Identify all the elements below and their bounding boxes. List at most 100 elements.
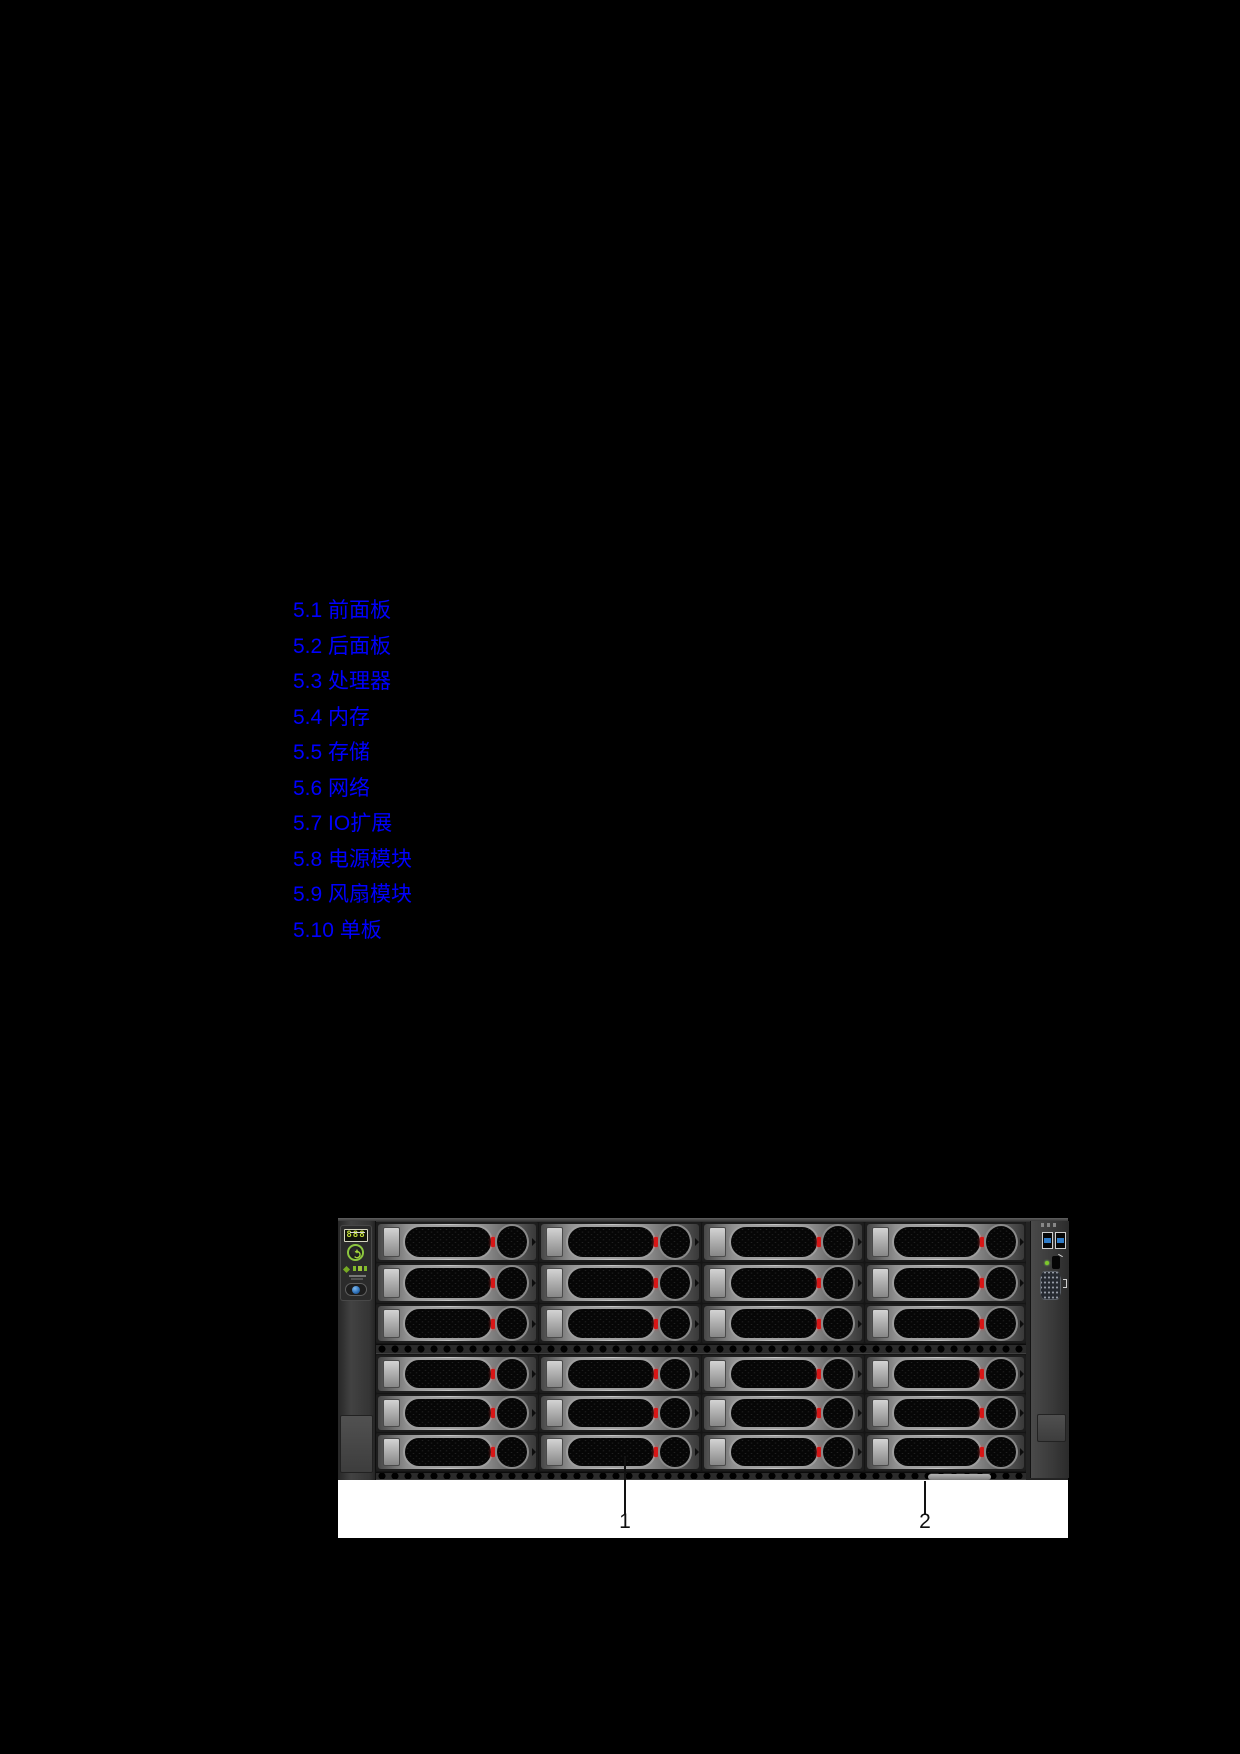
drive-activity-led [980,1369,984,1379]
control-panel: 888 [340,1225,372,1301]
drive-vent-mesh [729,1266,819,1300]
drive-bay [865,1263,1026,1303]
toc-link[interactable]: 5.9 风扇模块 [293,883,413,906]
usb-port-icon [1042,1232,1053,1249]
drive-bay [539,1433,701,1471]
drive-activity-led [817,1369,821,1379]
drive-eject-arrow-icon [532,1279,536,1287]
chassis-top-rim [338,1218,1068,1222]
drive-latch [872,1360,889,1388]
drive-vent-circle [984,1435,1018,1469]
drive-activity-led [654,1447,658,1457]
drive-vent-mesh [403,1397,493,1429]
drive-activity-led [491,1237,495,1247]
panel-fine-print [349,1275,366,1277]
drive-activity-led [980,1278,984,1288]
drive-latch [709,1438,726,1466]
drive-activity-led [654,1278,658,1288]
drive-latch [872,1438,889,1466]
drive-vent-mesh [566,1225,656,1259]
toc-link[interactable]: 5.5 存储 [293,741,371,764]
usb-label-icon [1041,1223,1059,1227]
left-rack-handle [340,1415,373,1473]
figure-callout-band [338,1480,1068,1538]
drive-activity-led [817,1237,821,1247]
drive-activity-led [817,1447,821,1457]
drive-bay [702,1433,864,1471]
drive-latch [872,1309,889,1338]
fan-led-icon [364,1266,367,1271]
drive-vent-circle [821,1306,855,1341]
drive-eject-arrow-icon [532,1319,536,1328]
drive-eject-arrow-icon [695,1279,699,1287]
drive-vent-mesh [566,1397,656,1429]
callout-label: 2 [919,1510,931,1533]
toc-link[interactable]: 5.1 前面板 [293,599,392,622]
drive-vent-circle [658,1357,692,1391]
usb-port-icon [1055,1232,1066,1249]
usb-tongue [1057,1238,1064,1243]
drive-eject-arrow-icon [858,1238,862,1246]
callout-label: 1 [619,1510,631,1533]
drive-latch [546,1268,563,1298]
drive-activity-led [817,1278,821,1288]
vga-port-icon [1040,1271,1061,1300]
drive-bay [539,1394,701,1432]
drive-vent-mesh [729,1307,819,1340]
alarm-led-icon [353,1266,356,1271]
toc-link[interactable]: 5.6 网络 [293,776,371,800]
drive-vent-mesh [892,1358,982,1390]
callout-line [624,1456,626,1514]
drive-eject-arrow-icon [532,1409,536,1417]
drive-eject-arrow-icon [695,1319,699,1328]
drive-bay [376,1355,538,1393]
led-row-divider [350,1232,365,1233]
drive-bay [865,1433,1026,1471]
drive-bay [865,1304,1026,1343]
diagnostic-slot-icon [1052,1256,1060,1269]
drive-vent-circle [658,1435,692,1469]
drive-activity-led [654,1369,658,1379]
drive-vent-circle [495,1396,529,1430]
drive-vent-circle [984,1265,1018,1301]
drive-vent-mesh [729,1436,819,1468]
drive-latch [872,1227,889,1257]
uid-led-icon [358,1266,362,1271]
health-led-icon [342,1265,351,1274]
drive-latch [872,1268,889,1298]
drive-eject-arrow-icon [858,1279,862,1287]
drive-activity-led [980,1408,984,1418]
drive-eject-arrow-icon [532,1448,536,1456]
right-rack-handle [1037,1414,1066,1442]
drive-vent-mesh [403,1307,493,1340]
power-button-icon [347,1244,364,1261]
drive-vent-circle [984,1357,1018,1391]
toc-link[interactable]: 5.3 处理器 [293,670,392,693]
toc-link[interactable]: 5.4 内存 [293,705,371,729]
drive-bay [702,1263,864,1303]
drive-bay [702,1394,864,1432]
drive-activity-led [654,1318,658,1329]
drive-activity-led [491,1369,495,1379]
panel-fine-print [351,1278,363,1280]
drive-activity-led [491,1278,495,1288]
drive-vent-mesh [892,1225,982,1259]
uid-button-icon [345,1283,367,1296]
drive-activity-led [817,1318,821,1329]
drive-activity-led [491,1447,495,1457]
drive-bay [376,1304,538,1343]
drive-latch [709,1360,726,1388]
drive-latch [383,1268,400,1298]
drive-bay [702,1304,864,1343]
drive-activity-led [491,1408,495,1418]
drive-bay [865,1394,1026,1432]
toc-link[interactable]: 5.8 电源模块 [293,847,413,871]
drive-vent-mesh [566,1436,656,1468]
drive-bay-grid [376,1222,1026,1480]
toc-link[interactable]: 5.2 后面板 [293,634,392,658]
drive-latch [872,1399,889,1427]
drive-eject-arrow-icon [532,1238,536,1246]
toc-link[interactable]: 5.7 IO扩展 [293,812,393,835]
vga-bracket-icon [1063,1279,1067,1288]
toc-link[interactable]: 5.10 单板 [293,918,382,942]
